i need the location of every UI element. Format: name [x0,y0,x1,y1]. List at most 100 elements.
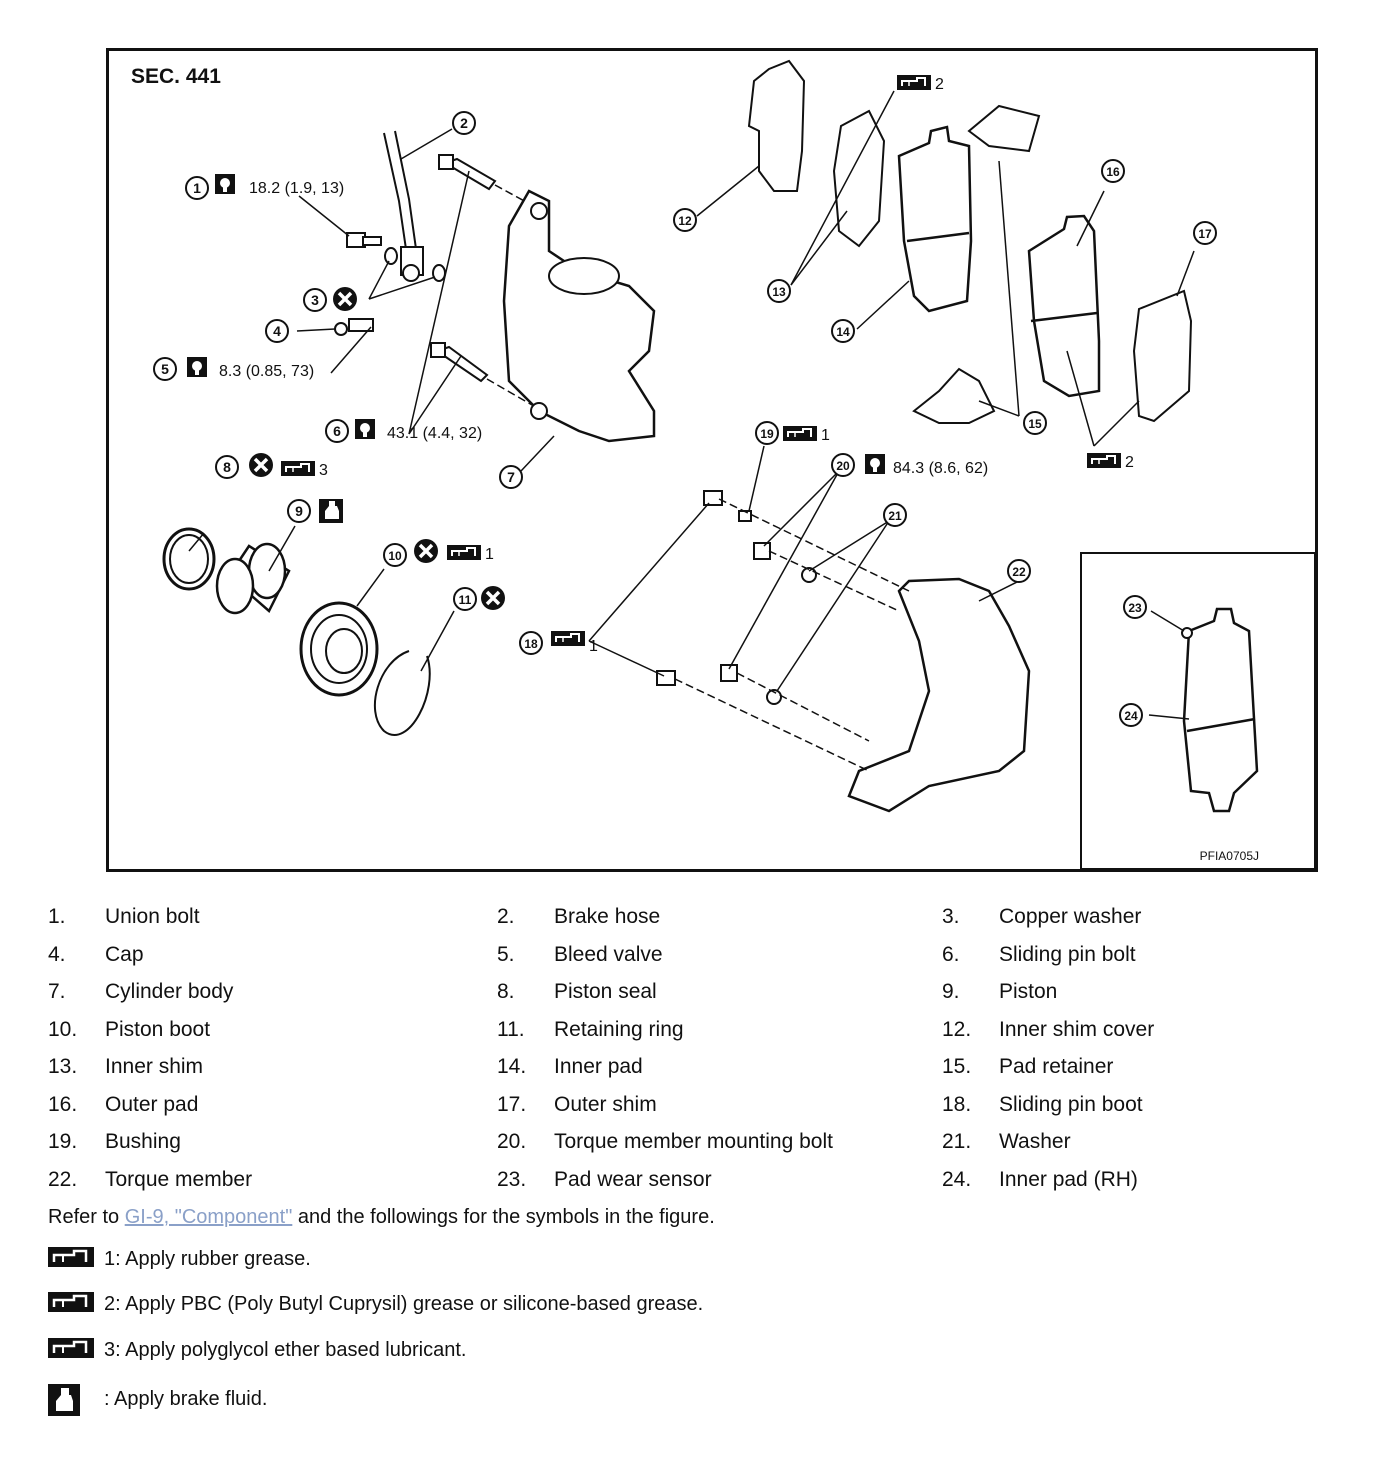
part-number: 14. [497,1055,527,1078]
part-name: Bleed valve [554,942,663,966]
callout-24: 24 [1119,703,1143,727]
pad-retainer-bottom [912,367,996,424]
callout-14: 14 [831,319,855,343]
callout-circle [1101,159,1125,183]
grease-mark-8: 3 [319,462,328,479]
callout-circle [1123,595,1147,619]
torque-1: 18.2 (1.9, 13) [249,180,344,197]
callout-13: 13 [767,279,791,303]
figure-code: PFIA0705J [1199,849,1259,863]
cylinder-bore [548,257,620,295]
callout-5: 5 [153,357,177,381]
part-number: 3. [942,905,960,928]
leader-lines [188,90,1195,720]
torque-20: 84.3 (8.6, 62) [893,460,988,477]
assembly-axes [674,498,910,772]
callout-3: 3 [303,288,327,312]
callout-number: 9 [295,503,303,519]
part-number: 6. [942,942,960,966]
inner-pad [897,125,973,313]
callout-circle [499,465,523,489]
part-number: 7. [48,980,66,1003]
callout-circle [185,176,209,200]
torque-5: 8.3 (0.85, 73) [219,363,314,380]
callout-circle [883,503,907,527]
callout-circle [673,208,697,232]
callout-number: 5 [161,361,169,377]
callout-number: 23 [1128,601,1142,615]
part-number: 22. [48,1167,78,1191]
retaining-ring [374,650,431,736]
part-name: Brake hose [554,905,661,928]
part-number: 16. [48,1092,78,1116]
part-name: Washer [999,1130,1071,1153]
callout-circle [287,499,311,523]
callout-circle [1119,703,1143,727]
callout-18: 18 [519,631,543,655]
callout-10: 10 [383,543,407,567]
part-number: 8. [497,980,515,1003]
callout-8: 8 [215,455,239,479]
callout-number: 12 [678,214,692,228]
callout-circle [831,453,855,477]
callout-22: 22 [1007,559,1031,583]
callout-number: 3 [311,292,319,308]
callout-circle [1023,411,1047,435]
outer-shim [1132,289,1193,423]
union-bolt [346,232,382,248]
part-number: 10. [48,1017,78,1041]
brake-fluid-symbol [319,499,343,523]
callout-17: 17 [1193,221,1217,245]
part-name: Inner shim [105,1055,204,1078]
part-name: Sliding pin bolt [999,942,1136,966]
part-number: 12. [942,1017,972,1041]
callout-23: 23 [1123,595,1147,619]
part-name: Pad retainer [999,1055,1114,1078]
callout-circle [831,319,855,343]
callout-1: 1 [185,176,209,200]
callout-number: 6 [333,423,341,439]
callout-7: 7 [499,465,523,489]
part-name: Sliding pin boot [999,1092,1143,1116]
inner-shim [832,109,886,248]
part-number: 1. [48,905,66,928]
callout-number: 16 [1106,165,1120,179]
part-name: Bushing [105,1130,181,1153]
sliding-pin-bolts [430,154,497,383]
cylinder-body [502,189,656,443]
callout-circle [303,288,327,312]
callout-number: 15 [1028,417,1042,431]
callout-circle [755,421,779,445]
refer-note: Refer to GI-9, "Component" and the follo… [48,1206,715,1229]
callout-number: 11 [459,593,472,607]
part-number: 21. [942,1130,972,1153]
callout-16: 16 [1101,159,1125,183]
callout-circle [265,319,289,343]
callout-20: 20 [831,453,855,477]
callout-number: 13 [772,285,786,299]
refer-prefix: Refer to [48,1206,125,1228]
callout-number: 8 [223,459,231,475]
component-link[interactable]: GI-9, "Component" [124,1206,293,1228]
outer-pad [1027,214,1101,398]
copper-washers [384,247,446,282]
part-name: Outer pad [105,1092,199,1116]
callout-circle [383,543,407,567]
callout-9: 9 [287,499,311,523]
part-name: Cylinder body [105,980,234,1003]
inset-inner-pad [1182,607,1259,813]
callout-number: 21 [888,509,902,523]
callout-4: 4 [265,319,289,343]
callout-12: 12 [673,208,697,232]
grease-mark-10: 1 [485,546,494,563]
grease-mark-19: 1 [821,427,830,444]
part-name: Copper washer [999,905,1142,928]
grease-icon [48,1338,94,1358]
part-name: Torque member mounting bolt [554,1130,833,1153]
pad-wear-sensor [1181,627,1193,639]
callout-number: 17 [1198,227,1212,241]
callout-circle [1007,559,1031,583]
part-number: 11. [497,1017,525,1041]
grease-mark-pads: 2 [935,76,944,93]
